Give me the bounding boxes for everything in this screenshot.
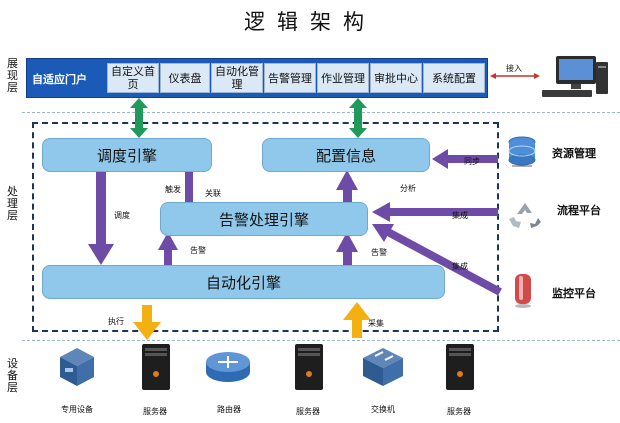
device-label-router: 路由器 — [217, 405, 241, 414]
diagram-title: 逻辑架构 — [244, 10, 376, 34]
config-info-box: 配置信息 — [262, 138, 430, 172]
tab-custom-home[interactable]: 自定义首页 — [107, 63, 159, 93]
arrow-associate-up — [336, 170, 358, 204]
access-arrow — [490, 73, 540, 79]
arrow-execute-down — [133, 305, 161, 340]
server-icon — [142, 344, 170, 390]
edge-label-execute: 执行 — [108, 317, 124, 326]
automation-engine: 自动化引擎 — [42, 265, 445, 299]
edge-label-associate: 关联 — [205, 189, 221, 198]
device-label-server-2: 服务器 — [296, 407, 320, 416]
tab-system-config[interactable]: 系统配置 — [423, 63, 485, 93]
edge-label-collect: 采集 — [368, 319, 384, 328]
computer-icon — [542, 56, 608, 97]
alert-processing-engine: 告警处理引擎 — [160, 202, 368, 236]
tab-job-management[interactable]: 作业管理 — [317, 63, 369, 93]
edge-label-trigger: 触发 — [165, 185, 181, 194]
server-icon — [295, 344, 323, 390]
device-label-dedicated: 专用设备 — [61, 405, 93, 414]
switch-icon — [363, 348, 403, 386]
device-label-server-3: 服务器 — [447, 407, 471, 416]
device-label-switch: 交换机 — [371, 405, 395, 414]
external-monitoring-platform: 监控平台 — [552, 287, 596, 300]
green-arrow-right — [349, 98, 367, 138]
external-resource-management: 资源管理 — [552, 147, 596, 160]
arrow-alarm-right-up — [336, 232, 358, 266]
edge-label-sync: 同步 — [464, 157, 480, 166]
layer-divider-bottom — [22, 340, 620, 341]
tab-dashboard[interactable]: 仪表盘 — [160, 63, 210, 93]
dedicated-device-icon — [60, 348, 94, 386]
recycle-icon — [509, 203, 541, 228]
router-icon — [206, 352, 250, 382]
arrow-schedule-down — [88, 172, 114, 265]
layer-label-presentation: 展现层 — [7, 57, 18, 94]
layer-label-device: 设备层 — [7, 357, 18, 394]
server-icon — [446, 344, 474, 390]
arrow-sync-left — [432, 149, 498, 169]
database-icon — [508, 136, 536, 167]
monitor-sensor-icon — [515, 274, 531, 308]
tab-alert-management[interactable]: 告警管理 — [264, 63, 316, 93]
tab-automation-management[interactable]: 自动化管理 — [211, 63, 263, 93]
device-label-server-1: 服务器 — [143, 407, 167, 416]
processing-layer-box — [32, 122, 499, 332]
layer-label-processing: 处理层 — [7, 185, 18, 222]
edge-label-schedule: 调度 — [114, 211, 130, 220]
arrow-collect-up — [343, 302, 371, 338]
access-label: 接入 — [506, 64, 522, 73]
arrow-alarm-left-up — [158, 232, 178, 266]
edge-label-integrate-1: 集成 — [452, 211, 468, 220]
edge-label-alarm-right: 告警 — [371, 248, 387, 257]
layer-divider-top — [22, 112, 620, 113]
portal-label: 自适应门户 — [32, 73, 87, 86]
external-flow-platform: 流程平台 — [557, 204, 601, 217]
scheduling-engine: 调度引擎 — [42, 138, 212, 172]
tab-approval-center[interactable]: 审批中心 — [370, 63, 422, 93]
edge-label-analyze: 分析 — [400, 184, 416, 193]
arrow-integrate-left — [372, 202, 498, 222]
edge-label-integrate-2: 集成 — [452, 262, 468, 271]
edge-label-alarm-left: 告警 — [190, 246, 206, 255]
arrow-integrate-diagonal — [372, 224, 502, 296]
green-arrow-left — [130, 98, 148, 138]
